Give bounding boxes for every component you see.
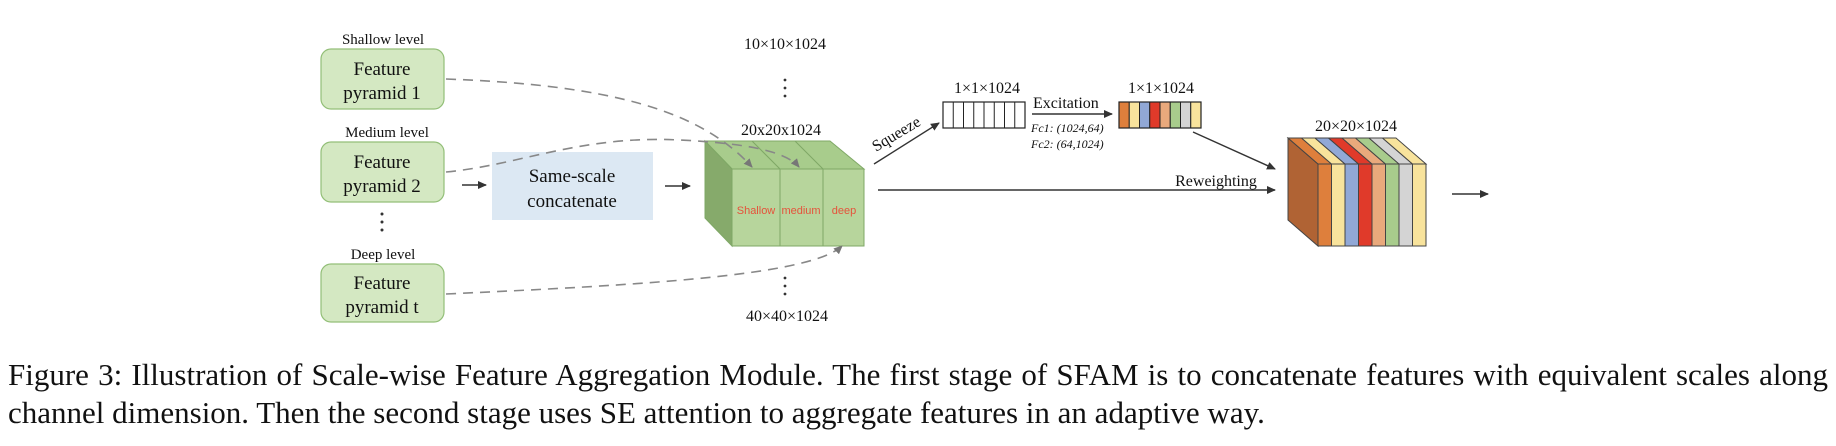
- figure-caption: Figure 3: Illustration of Scale-wise Fea…: [8, 357, 1828, 430]
- scale-label-middle: 20x20x1024: [741, 122, 821, 139]
- excitation-dim-label: 1×1×1024: [1128, 80, 1194, 97]
- output-slice: [1412, 163, 1427, 247]
- squeeze-dim-label: 1×1×1024: [954, 80, 1020, 97]
- output-slice: [1317, 163, 1332, 247]
- excitation-vector: [1118, 101, 1202, 129]
- feature-pyramid-1-box: Feature pyramid 1: [320, 48, 445, 110]
- same-scale-concatenate-box: Same-scale concatenate: [492, 152, 653, 220]
- excitation-segment: [1159, 101, 1171, 129]
- pyramid-ellipsis: [380, 212, 384, 232]
- excitation-label: Excitation: [1033, 95, 1099, 112]
- cube-label-medium: medium: [781, 205, 820, 217]
- output-slice: [1385, 163, 1400, 247]
- dashed-link-pyramid-t: [445, 245, 843, 295]
- output-slice: [1371, 163, 1386, 247]
- feature-pyramid-t-line2: pyramid t: [345, 297, 419, 318]
- output-slice: [1398, 163, 1413, 247]
- feature-pyramid-t-line1: Feature: [354, 273, 411, 294]
- dashed-link-pyramid-2: [445, 138, 800, 173]
- feature-pyramid-1-line2: pyramid 1: [343, 83, 421, 104]
- feature-pyramid-2-line1: Feature: [354, 152, 411, 173]
- excitation-segment: [1169, 101, 1181, 129]
- reweighting-label: Reweighting: [1175, 173, 1257, 190]
- concatenated-feature-cube: Shallow medium deep: [703, 139, 866, 248]
- feature-pyramid-2-line2: pyramid 2: [343, 176, 421, 197]
- concat-line2: concatenate: [527, 191, 617, 212]
- cube-label-shallow: Shallow: [737, 205, 776, 217]
- excitation-segment: [1180, 101, 1192, 129]
- concat-line1: Same-scale: [529, 166, 616, 187]
- scale-label-bottom: 40×40×1024: [746, 308, 828, 325]
- excitation-segment: [1139, 101, 1151, 129]
- excitation-segment: [1149, 101, 1161, 129]
- feature-pyramid-2-box: Feature pyramid 2: [320, 141, 445, 203]
- fc1-label: Fc1: (1024,64): [1030, 121, 1104, 135]
- output-feature-cube: [1286, 136, 1428, 248]
- cube-label-deep: deep: [832, 205, 856, 217]
- excitation-segment: [1128, 101, 1140, 129]
- excitation-segment: [1118, 101, 1130, 129]
- output-slice: [1358, 163, 1373, 247]
- dashed-link-pyramid-1: [445, 78, 753, 168]
- medium-level-caption: Medium level: [345, 125, 429, 141]
- scale-bottom-ellipsis: [783, 276, 787, 296]
- fc2-label: Fc2: (64,1024): [1030, 137, 1104, 151]
- output-slice: [1344, 163, 1359, 247]
- output-dim-label: 20×20×1024: [1315, 118, 1397, 135]
- excitation-to-output-arrow: [1192, 131, 1276, 170]
- output-slice: [1331, 163, 1346, 247]
- feature-pyramid-1-line1: Feature: [354, 59, 411, 80]
- deep-level-caption: Deep level: [351, 247, 416, 263]
- scale-label-top: 10×10×1024: [744, 36, 826, 53]
- shallow-level-caption: Shallow level: [342, 32, 424, 48]
- excitation-segment: [1190, 101, 1202, 129]
- feature-pyramid-t-box: Feature pyramid t: [320, 263, 445, 323]
- scale-top-ellipsis: [783, 78, 787, 98]
- sfam-diagram: Shallow level Medium level Deep level Fe…: [320, 32, 1489, 325]
- squeeze-arrow: [873, 122, 940, 165]
- squeeze-vector: [942, 101, 1026, 129]
